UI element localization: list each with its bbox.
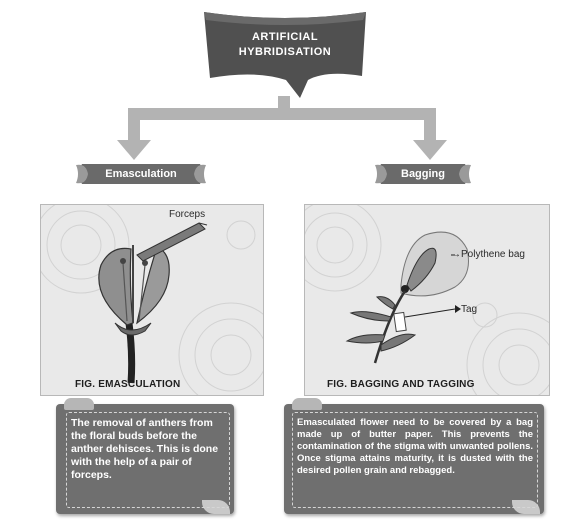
banner-title: ARTIFICIAL HYBRIDISATION [200, 30, 370, 60]
banner-title-line2: HYBRIDISATION [238, 46, 332, 58]
tag-pointer [404, 308, 456, 318]
emasculation-description-box: The removal of anthers from the floral b… [56, 398, 234, 514]
receptacle [114, 322, 152, 336]
emasculation-figure: Forceps FIG. EMASCULATION [40, 204, 264, 396]
left-petal [98, 247, 134, 326]
ribbon-shape [76, 164, 206, 184]
bagging-heading: Bagging [401, 168, 445, 180]
stem [125, 322, 136, 384]
horizontal-connector [128, 108, 436, 120]
left-connector [128, 108, 140, 144]
bagging-ribbon: Bagging [375, 161, 471, 187]
bagging-description: Emasculated flower need to be covered by… [292, 412, 538, 508]
left-arrow-head [117, 140, 151, 160]
bagging-figure: →Polythene bag Tag FIG. BAGGING AND TAGG… [304, 204, 550, 396]
bagging-caption: FIG. BAGGING AND TAGGING [327, 379, 475, 390]
emasculation-illustration [41, 205, 263, 395]
forceps-label: Forceps [169, 209, 206, 220]
emasculation-heading: Emasculation [105, 168, 177, 180]
polythene-bag-label: →Polythene bag [451, 249, 525, 260]
box-tab [64, 398, 94, 410]
right-petal [136, 246, 170, 325]
flower-in-bag [406, 247, 437, 292]
ribbon-shape [375, 164, 471, 184]
polythene-bag-text: Polythene bag [461, 249, 525, 260]
forceps [136, 222, 206, 262]
emasculation-description: The removal of anthers from the floral b… [66, 412, 230, 508]
title-banner [204, 12, 366, 98]
emasculation-caption: FIG. EMASCULATION [75, 379, 181, 390]
tag [393, 311, 407, 333]
box-tab [292, 398, 322, 410]
bagging-description-box: Emasculated flower need to be covered by… [284, 398, 544, 514]
banner-title-line1: ARTIFICIAL [251, 31, 319, 43]
bagging-illustration [305, 205, 549, 395]
right-arrow-head [413, 140, 447, 160]
right-connector [424, 108, 436, 144]
tag-label: Tag [461, 304, 478, 315]
emasculation-ribbon: Emasculation [76, 161, 206, 187]
